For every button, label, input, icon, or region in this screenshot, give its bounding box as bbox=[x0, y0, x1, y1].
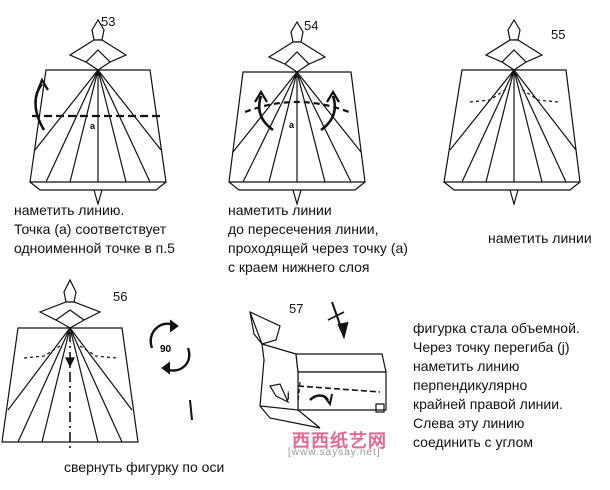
step-53-caption: наметить линию. Точка (а) соответствует … bbox=[14, 202, 175, 256]
rotate-90-label: 90 bbox=[160, 344, 172, 355]
step-55-diagram bbox=[443, 18, 581, 207]
step-53-diagram: a bbox=[29, 18, 167, 207]
point-a-label-54: a bbox=[289, 120, 295, 130]
step-56-number: 56 bbox=[113, 289, 128, 304]
watermark-url: [www.saysay.net] bbox=[288, 447, 381, 458]
step-54-number: 54 bbox=[304, 18, 319, 33]
step-57-number: 57 bbox=[289, 301, 304, 316]
point-a-label: a bbox=[90, 121, 96, 131]
step-54-caption: наметить линии до пересечения линии, про… bbox=[228, 202, 408, 275]
step-54-diagram: a bbox=[228, 20, 366, 207]
watermark-brand: 西西纸艺网 bbox=[292, 431, 387, 451]
point-j-label: j bbox=[286, 390, 290, 400]
step-55-number: 55 bbox=[551, 27, 566, 42]
step-57-diagram: j bbox=[249, 301, 387, 429]
step-56-caption: свернуть фигурку по оси bbox=[64, 459, 225, 475]
step-53-number: 53 bbox=[101, 14, 116, 29]
step-55-caption: наметить линии bbox=[488, 230, 592, 246]
step-56-diagram: 90 bbox=[1, 278, 193, 450]
step-57-caption: фигурка стала объемной. Через точку пере… bbox=[413, 320, 580, 450]
